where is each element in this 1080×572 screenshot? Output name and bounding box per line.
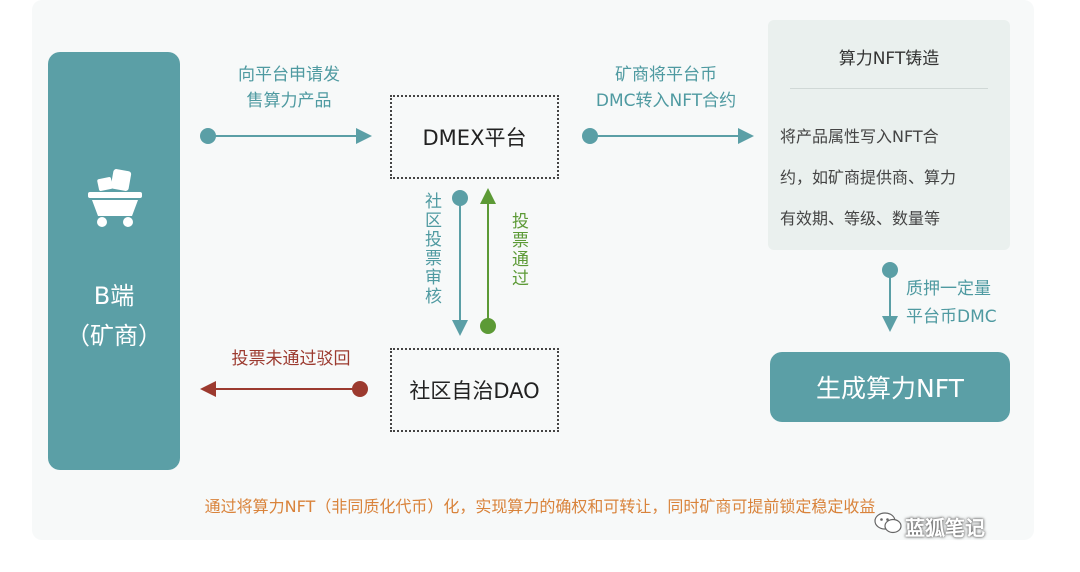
watermark: 蓝狐笔记: [905, 516, 985, 540]
dao-box: 社区自治DAO: [390, 348, 559, 432]
transfer-label-line2: DMC转入NFT合约: [595, 91, 737, 111]
reject-arrow: [200, 381, 368, 397]
nft-card-divider: [790, 88, 988, 89]
b-side-miner-box: B端 （矿商）: [48, 52, 180, 470]
nft-card-body-line2: 约，如矿商提供商、算力: [780, 168, 957, 187]
dmex-platform-box: DMEX平台: [390, 95, 559, 179]
review-label: 社区投票审核: [421, 192, 441, 306]
mining-cart-icon: [88, 169, 142, 227]
generate-nft-box: 生成算力NFT: [770, 352, 1010, 422]
apply-label-line2: 售算力产品: [246, 91, 332, 111]
apply-arrow-label: 向平台申请发 售算力产品: [214, 62, 364, 114]
nft-card-title: 算力NFT铸造: [838, 49, 940, 69]
transfer-arrow-label: 矿商将平台币 DMC转入NFT合约: [578, 62, 754, 114]
stake-arrow: [882, 262, 898, 332]
apply-label-line1: 向平台申请发: [238, 65, 340, 85]
pass-label: 投票通过: [508, 212, 528, 288]
transfer-arrow: [582, 128, 754, 144]
footer-summary: 通过将算力NFT（非同质化代币）化，实现算力的确权和可转让，同时矿商可提前锁定稳…: [204, 497, 876, 516]
transfer-label-line1: 矿商将平台币: [615, 65, 717, 85]
apply-arrow: [200, 128, 372, 144]
nft-card-body-line3: 有效期、等级、数量等: [780, 209, 941, 228]
reject-label: 投票未通过驳回: [231, 349, 351, 369]
review-arrow: [452, 190, 468, 336]
dao-label: 社区自治DAO: [409, 379, 540, 403]
nft-minting-card: 算力NFT铸造 将产品属性写入NFT合 约，如矿商提供商、算力 有效期、等级、数…: [768, 20, 1010, 250]
stake-label: 质押一定量 平台币DMC: [906, 275, 997, 331]
nft-card-body: 将产品属性写入NFT合 约，如矿商提供商、算力 有效期、等级、数量等: [780, 116, 1005, 239]
stake-label-line1: 质押一定量: [906, 279, 991, 299]
dmex-platform-label: DMEX平台: [422, 126, 527, 150]
pass-arrow: [480, 188, 496, 334]
generate-nft-label: 生成算力NFT: [816, 374, 964, 403]
b-side-title: B端: [93, 282, 135, 310]
stake-label-line2: 平台币DMC: [906, 307, 997, 327]
b-side-subtitle: （矿商）: [66, 322, 162, 350]
nft-card-body-line1: 将产品属性写入NFT合: [780, 127, 939, 146]
wechat-icon: [874, 512, 902, 534]
